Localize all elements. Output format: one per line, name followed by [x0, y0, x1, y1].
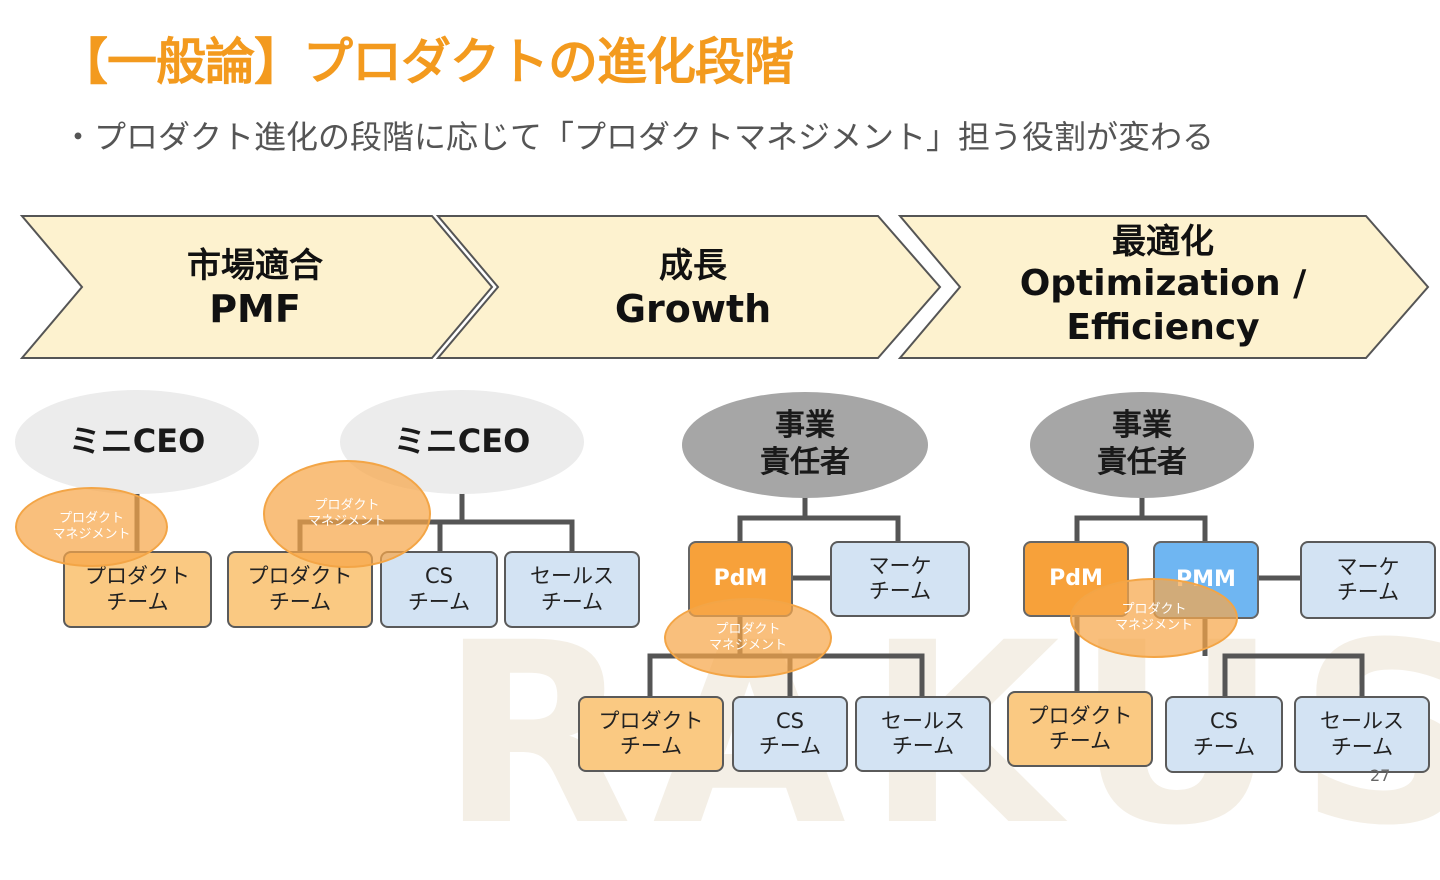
phase-pmf-label: 市場適合 PMF	[150, 246, 360, 332]
phase-optimization-name: 最適化	[1112, 222, 1214, 262]
marketing-team-node-3: マーケ チーム	[830, 541, 970, 617]
business-owner-ellipse-1: 事業 責任者	[682, 392, 928, 498]
product-management-overlay-1: プロダクト マネジメント	[15, 487, 168, 567]
mini-ceo-ellipse-1: ミニCEO	[15, 390, 259, 494]
product-management-overlay-3: プロダクト マネジメント	[664, 598, 832, 678]
marketing-team-node-4: マーケ チーム	[1300, 541, 1436, 619]
phase-growth-name: 成長	[659, 246, 727, 286]
product-team-node-4: プロダクト チーム	[1007, 691, 1153, 767]
product-team-node-2: プロダクト チーム	[227, 551, 373, 628]
phase-optimization-label: 最適化 Optimization / Efficiency	[990, 222, 1336, 350]
product-management-overlay-4: プロダクト マネジメント	[1070, 578, 1238, 658]
chevron-pmf	[19, 215, 494, 359]
cs-team-node-4: CS チーム	[1165, 696, 1283, 773]
sales-team-node-3: セールス チーム	[855, 696, 991, 772]
chevron-growth	[435, 215, 942, 359]
phase-growth-label: 成長 Growth	[580, 246, 806, 332]
sales-team-node-4: セールス チーム	[1294, 696, 1430, 773]
phase-growth-en: Growth	[614, 287, 772, 331]
page-number: 27	[1370, 766, 1391, 785]
phase-chevrons	[19, 215, 1430, 359]
cs-team-node-3: CS チーム	[732, 696, 848, 772]
phase-optimization-en: Optimization / Efficiency	[1019, 263, 1307, 348]
page-title: 【一般論】プロダクトの進化段階	[58, 33, 794, 91]
chevron-optimization	[897, 215, 1430, 359]
sales-team-node-2: セールス チーム	[504, 551, 640, 628]
product-team-node-3: プロダクト チーム	[578, 696, 724, 772]
page-subtitle: ・プロダクト進化の段階に応じて「プロダクトマネジメント」担う役割が変わる	[62, 118, 1215, 156]
business-owner-ellipse-2: 事業 責任者	[1030, 392, 1254, 498]
phase-pmf-en: PMF	[209, 287, 301, 331]
cs-team-node-2: CS チーム	[380, 551, 498, 628]
product-management-overlay-2: プロダクト マネジメント	[263, 460, 431, 568]
phase-pmf-name: 市場適合	[187, 246, 323, 286]
